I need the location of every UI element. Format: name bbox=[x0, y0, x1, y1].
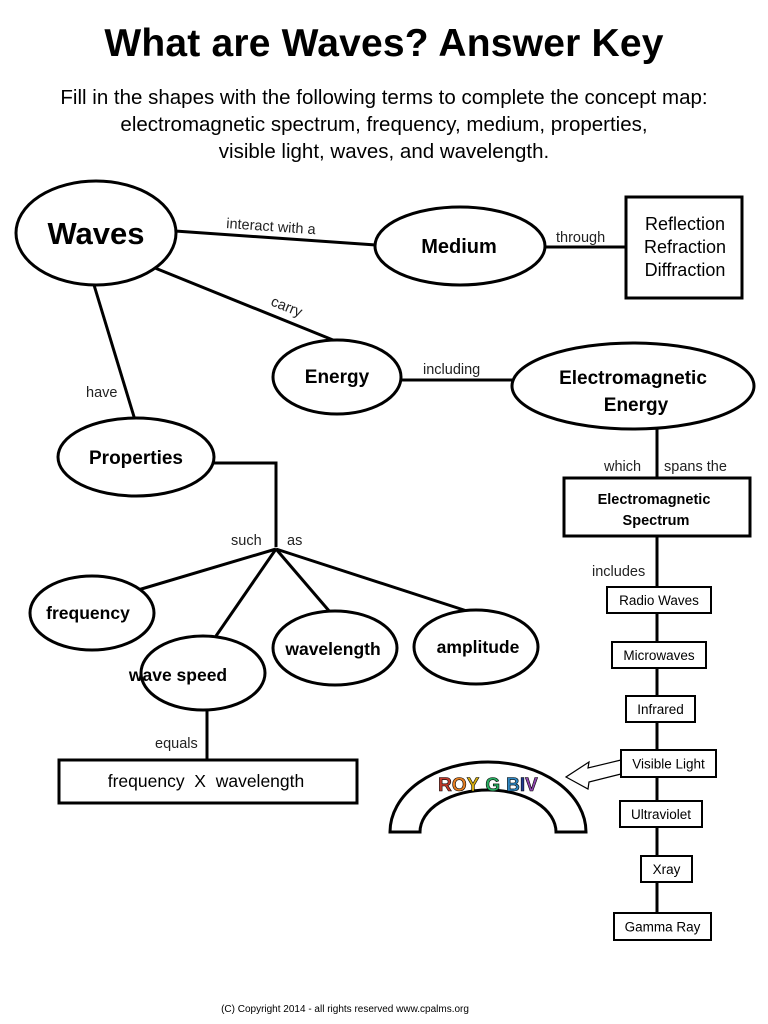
edge-waves-energy bbox=[154, 266, 334, 342]
spectrum-box-visible-light bbox=[620, 749, 717, 778]
node-em-energy-shape bbox=[510, 341, 756, 431]
footer-copyright: (C) Copyright 2014 - all rights reserved… bbox=[221, 1004, 469, 1015]
node-amplitude: amplitude bbox=[437, 637, 520, 657]
node-properties: Properties bbox=[89, 448, 183, 469]
edge-properties-branch bbox=[212, 461, 278, 547]
label-equals: equals bbox=[155, 736, 198, 752]
node-waves: Waves bbox=[47, 216, 144, 251]
node-medium-shape bbox=[373, 205, 547, 287]
spectrum-box-xray bbox=[640, 855, 693, 883]
node-equation: frequency X wavelength bbox=[108, 771, 305, 791]
rainbow-y: Y bbox=[467, 775, 480, 796]
spectrum-box-microwaves bbox=[611, 641, 707, 669]
label-through: through bbox=[556, 230, 605, 246]
label-interact: interact with a bbox=[226, 216, 317, 238]
label-such: such bbox=[231, 533, 262, 549]
rainbow-arch bbox=[388, 760, 588, 834]
node-reflection-box bbox=[624, 195, 744, 300]
node-reflection-line-2: Refraction bbox=[644, 237, 726, 257]
node-reflection-line-1: Reflection bbox=[645, 214, 725, 234]
node-em-spectrum-box bbox=[562, 476, 752, 538]
spectrum-box-radio-waves bbox=[606, 586, 712, 614]
node-wavelength: wavelength bbox=[284, 639, 380, 659]
node-amplitude-shape bbox=[412, 608, 540, 686]
spectrum-item-gamma-ray: Gamma Ray bbox=[625, 920, 701, 935]
node-em-energy-line-2: Energy bbox=[604, 395, 669, 416]
label-including: including bbox=[423, 362, 480, 378]
node-waves-shape bbox=[14, 179, 178, 287]
instructions-line-3: visible light, waves, and wavelength. bbox=[218, 140, 550, 163]
node-energy-shape bbox=[271, 338, 403, 416]
spectrum-item-microwaves: Microwaves bbox=[623, 648, 695, 663]
rainbow-r: R bbox=[438, 775, 452, 796]
node-frequency: frequency bbox=[46, 603, 130, 623]
node-frequency-shape bbox=[28, 574, 156, 652]
spectrum-item-xray: Xray bbox=[653, 862, 681, 877]
instructions: Fill in the shapes with the following te… bbox=[0, 84, 768, 165]
edge-waves-medium bbox=[174, 229, 377, 247]
instructions-line-1: Fill in the shapes with the following te… bbox=[60, 86, 708, 109]
node-energy: Energy bbox=[305, 367, 370, 388]
spectrum-box-infrared bbox=[625, 695, 696, 723]
node-wavelength-shape bbox=[271, 609, 399, 687]
node-properties-shape bbox=[56, 416, 216, 498]
edge-branch-wavespeed bbox=[214, 548, 278, 637]
rainbow-i: I bbox=[520, 775, 525, 796]
label-includes: includes bbox=[592, 564, 645, 580]
edge-branch-amplitude bbox=[275, 547, 471, 614]
edge-branch-frequency bbox=[137, 547, 277, 592]
node-wave-speed: wave speed bbox=[128, 665, 227, 685]
label-as: as bbox=[287, 533, 302, 549]
edge-waves-properties bbox=[92, 284, 137, 421]
spectrum-item-visible-light: Visible Light bbox=[632, 757, 705, 772]
node-em-energy-line-1: Electromagnetic bbox=[559, 368, 707, 389]
edge-branch-wavelength bbox=[274, 548, 332, 613]
node-em-spectrum-line-2: Spectrum bbox=[623, 513, 690, 529]
rainbow-b: B bbox=[506, 775, 520, 796]
rainbow-o: O bbox=[452, 775, 467, 796]
instructions-line-2: electromagnetic spectrum, frequency, med… bbox=[120, 113, 648, 136]
label-spans: spans the bbox=[664, 459, 727, 475]
visible-light-arrow bbox=[564, 759, 622, 790]
node-medium: Medium bbox=[421, 236, 497, 258]
spectrum-box-ultraviolet bbox=[619, 800, 703, 828]
rainbow-v: V bbox=[525, 775, 538, 796]
label-which: which bbox=[603, 459, 641, 475]
spectrum-box-gamma-ray bbox=[613, 912, 712, 941]
label-have: have bbox=[86, 385, 117, 401]
spectrum-item-radio-waves: Radio Waves bbox=[619, 593, 699, 608]
node-em-spectrum-line-1: Electromagnetic bbox=[598, 492, 711, 508]
rainbow-g: G bbox=[485, 775, 500, 796]
node-reflection-line-3: Diffraction bbox=[645, 260, 726, 280]
node-equation-box bbox=[57, 758, 359, 805]
spectrum-item-infrared: Infrared bbox=[637, 702, 684, 717]
spectrum-item-ultraviolet: Ultraviolet bbox=[631, 807, 691, 822]
node-wave-speed-shape bbox=[139, 634, 267, 712]
page-title: What are Waves? Answer Key bbox=[104, 22, 664, 65]
